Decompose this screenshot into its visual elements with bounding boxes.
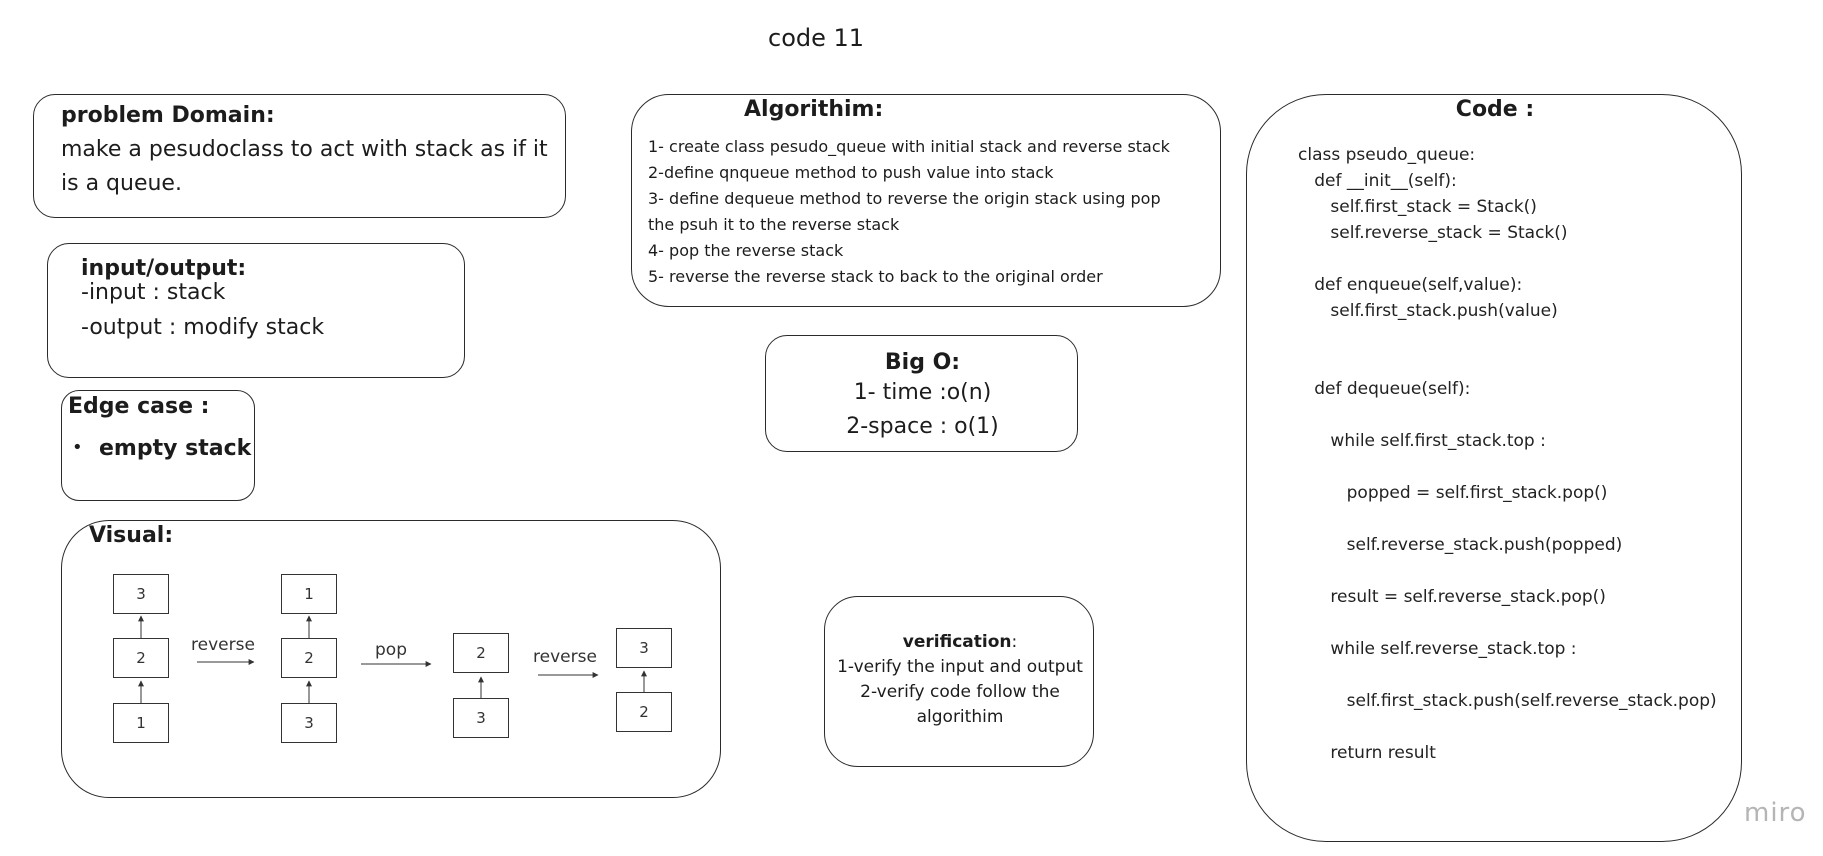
big-o-card[interactable]: Big O: 1- time :o(n) 2-space : o(1) xyxy=(765,335,1078,452)
stack4-box-bottom: 2 xyxy=(616,692,672,732)
algorithm-line-5: 4- pop the reverse stack xyxy=(648,241,844,260)
code-line: popped = self.first_stack.pop() xyxy=(1298,483,1608,503)
board-title: code 11 xyxy=(768,24,865,52)
code-line: class pseudo_queue: xyxy=(1298,145,1476,165)
stack3-box-bottom: 3 xyxy=(453,698,509,738)
miro-watermark: miro xyxy=(1744,798,1807,828)
pop-label: pop xyxy=(375,640,407,660)
big-o-time: 1- time :o(n) xyxy=(853,380,992,405)
reverse-label-1: reverse xyxy=(191,635,255,655)
verification-card[interactable]: verification: 1-verify the input and out… xyxy=(824,596,1094,767)
input-output-card[interactable]: input/output: -input : stack -output : m… xyxy=(47,243,465,378)
edge-case-item: empty stack xyxy=(99,436,252,461)
code-line: self.reverse_stack.push(popped) xyxy=(1298,535,1623,555)
input-output-heading: input/output: xyxy=(81,256,247,281)
code-line: self.reverse_stack = Stack() xyxy=(1298,223,1568,243)
problem-domain-line-1: make a pesudoclass to act with stack as … xyxy=(61,137,548,162)
stack1-box-top: 3 xyxy=(113,574,169,614)
verification-line-3: algorithim xyxy=(916,707,1004,727)
output-line: -output : modify stack xyxy=(81,315,325,340)
algorithm-card[interactable]: Algorithim: 1- create class pesudo_queue… xyxy=(631,94,1221,307)
algorithm-heading: Algorithim: xyxy=(744,97,884,122)
code-heading: Code : xyxy=(1455,97,1535,122)
bullet-icon: • xyxy=(72,437,83,458)
stack2-box-top: 1 xyxy=(281,574,337,614)
stack4-box-top: 3 xyxy=(616,628,672,668)
stack2-box-middle: 2 xyxy=(281,638,337,678)
code-line: self.first_stack.push(self.reverse_stack… xyxy=(1298,691,1717,711)
code-line: result = self.reverse_stack.pop() xyxy=(1298,587,1606,607)
verification-line-2: 2-verify code follow the xyxy=(860,682,1060,702)
algorithm-line-1: 1- create class pesudo_queue with initia… xyxy=(648,137,1170,156)
big-o-heading: Big O: xyxy=(884,350,961,375)
problem-domain-heading: problem Domain: xyxy=(61,103,275,128)
stack1-box-middle: 2 xyxy=(113,638,169,678)
code-line: self.first_stack.push(value) xyxy=(1298,301,1558,321)
code-card[interactable]: Code : xyxy=(1246,94,1742,842)
reverse-label-2: reverse xyxy=(533,647,597,667)
input-line: -input : stack xyxy=(81,280,226,305)
code-line: while self.reverse_stack.top : xyxy=(1298,639,1577,659)
code-line: while self.first_stack.top : xyxy=(1298,431,1546,451)
algorithm-line-6: 5- reverse the reverse stack to back to … xyxy=(648,267,1103,286)
stack2-box-bottom: 3 xyxy=(281,703,337,743)
verification-heading: verification xyxy=(902,632,1012,652)
visual-card[interactable]: Visual: xyxy=(61,520,721,798)
code-line: self.first_stack = Stack() xyxy=(1298,197,1537,217)
edge-case-card[interactable]: Edge case : • empty stack xyxy=(61,390,255,501)
verification-colon: : xyxy=(1011,632,1018,652)
code-line: def enqueue(self,value): xyxy=(1298,275,1523,295)
code-line: return result xyxy=(1298,743,1436,763)
verification-heading-row: verification: xyxy=(825,632,1095,652)
edge-case-heading: Edge case : xyxy=(68,394,210,419)
visual-heading: Visual: xyxy=(89,523,174,548)
algorithm-line-3: 3- define dequeue method to reverse the … xyxy=(648,189,1161,208)
code-line: def dequeue(self): xyxy=(1298,379,1471,399)
stack1-box-bottom: 1 xyxy=(113,703,169,743)
code-line: def __init__(self): xyxy=(1298,171,1457,191)
verification-line-1: 1-verify the input and output xyxy=(837,657,1083,677)
algorithm-line-4: the psuh it to the reverse stack xyxy=(648,215,900,234)
stack3-box-top: 2 xyxy=(453,633,509,673)
big-o-space: 2-space : o(1) xyxy=(846,414,999,439)
problem-domain-card[interactable]: problem Domain: make a pesudoclass to ac… xyxy=(33,94,566,218)
problem-domain-line-2: is a queue. xyxy=(61,171,182,196)
algorithm-line-2: 2-define qnqueue method to push value in… xyxy=(648,163,1054,182)
